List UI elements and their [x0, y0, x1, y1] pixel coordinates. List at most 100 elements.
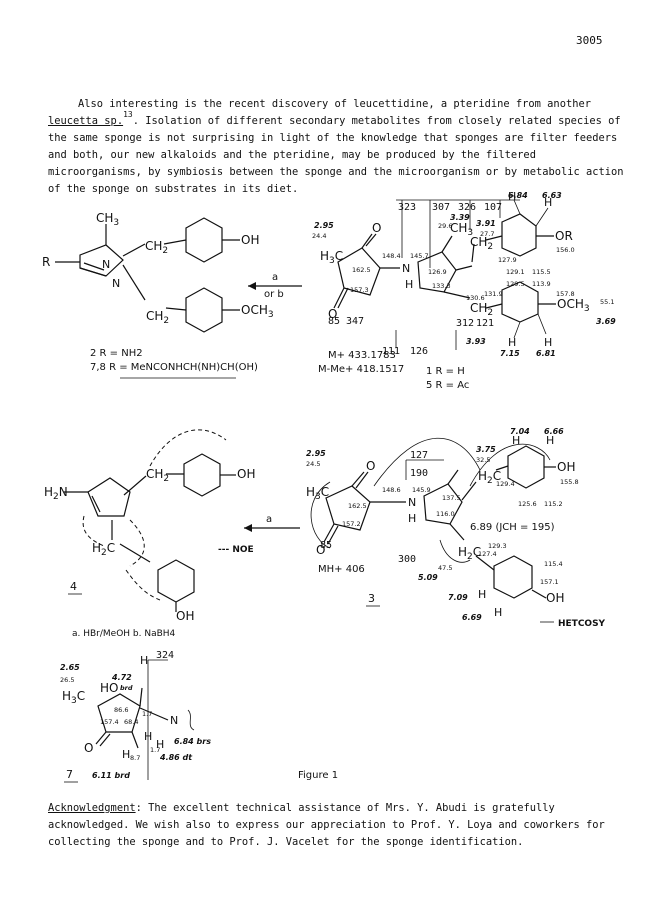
c13-55-1: 55.1: [600, 298, 614, 306]
j-1-7-b: 1.7: [150, 746, 160, 754]
shift-6-81: 6.81: [536, 349, 556, 358]
h2n-label: H2N: [44, 485, 68, 502]
shift-2-95: 2.95: [314, 221, 334, 230]
nh-h-label: H: [405, 278, 413, 291]
shift-3-93: 3.93: [466, 337, 486, 346]
label-compound-2: 2 R = NH2: [90, 348, 143, 359]
mass-m-minus-me: M-Me+ 418.1517: [318, 364, 404, 375]
shift-3-75: 3.75: [476, 445, 496, 454]
shift-3-69: 3.69: [596, 317, 616, 326]
shift-3-39: 3.39: [450, 213, 470, 222]
shift-5-09: 5.09: [418, 573, 438, 582]
oh-label-4: OH: [237, 467, 255, 481]
c13-156-0: 156.0: [556, 246, 575, 254]
noe-legend: --- NOE: [218, 545, 254, 555]
shift-6-84: 6.84: [508, 191, 528, 200]
arrow-b-label: or b: [264, 289, 284, 300]
carbonyl-o-label-2: O: [328, 307, 337, 321]
fragment-126: 126: [410, 346, 428, 357]
label-compound-7-8: 7,8 R = MeNCONHCH(NH)CH(OH): [90, 362, 258, 373]
h-label-7b: H: [122, 748, 130, 761]
c13-130-6: 130.6: [466, 294, 485, 302]
fragment-107: 107: [484, 202, 502, 213]
jch-label: 6.89 (JCH = 195): [470, 522, 555, 533]
carbonyl-o-label-4: O: [316, 543, 325, 557]
fragment-85: 85: [328, 316, 340, 327]
shift-6-84-brs: 6.84 brs: [174, 737, 211, 746]
h-label-f: H: [546, 434, 554, 447]
hetcosy-legend: HETCOSY: [558, 619, 606, 629]
leucetta-link: leucetta sp.: [48, 115, 124, 127]
c13-157-2: 157.2: [342, 520, 361, 528]
c13-47-5: 47.5: [438, 564, 452, 572]
h-label-a: H: [508, 190, 516, 203]
n-label: N: [102, 258, 110, 271]
h-label-b: H: [544, 196, 552, 209]
c13-129-5: 129.5: [506, 280, 525, 288]
c13-129-3: 129.3: [488, 542, 507, 550]
n-label-2: N: [112, 277, 120, 290]
label-compound-3: 3: [368, 592, 375, 605]
c13-157-8: 157.8: [556, 290, 575, 298]
oh-label-4b: OH: [176, 609, 194, 623]
nh-h-label-3: H: [408, 512, 416, 525]
h3c-label: H3C: [320, 249, 343, 266]
mass-mh-plus: MH+ 406: [318, 564, 365, 575]
c13-155-8: 155.8: [560, 478, 579, 486]
c13-115-2: 115.2: [544, 500, 563, 508]
carbonyl-o-label: O: [372, 221, 381, 235]
intro-text-1: Also interesting is the recent discovery…: [78, 98, 591, 110]
c13-157-3: 157.3: [350, 286, 369, 294]
c13-162-5: 162.5: [352, 266, 371, 274]
c13-148-4: 148.4: [382, 252, 401, 260]
mass-m-plus: M+ 433.1783: [328, 350, 396, 361]
compound7-labels: 26.5 brd 86.6 68.4 157.4 8.7 1.7 1.7: [60, 676, 160, 762]
label-compound-5: 5 R = Ac: [426, 380, 469, 391]
oh-label-3: OH: [557, 460, 575, 474]
shift-6-66: 6.66: [544, 427, 564, 436]
c13-68-4: 68.4: [124, 718, 138, 726]
label-compound-4: 4: [70, 580, 77, 593]
nh-label-3: N: [408, 496, 416, 509]
h-label-c: H: [508, 336, 516, 349]
fragment-326: 326: [458, 202, 476, 213]
c13-126-9: 126.9: [428, 268, 447, 276]
oh-label: OH: [241, 233, 259, 247]
compound-2-structure: [55, 217, 240, 333]
ch2-label-right: CH2: [470, 235, 493, 252]
n-label-7: N: [170, 714, 178, 727]
ch2-label-2: CH2: [146, 309, 169, 326]
fragment-307: 307: [432, 202, 450, 213]
compound-7-structure: [95, 659, 195, 780]
arrow-a-label-2: a: [266, 514, 272, 525]
fragment-300: 300: [398, 554, 416, 565]
fragment-111: 111: [382, 346, 400, 357]
acknowledgment-paragraph: Acknowledgment: The excellent technical …: [48, 800, 628, 851]
c13-116-0: 116.0: [436, 510, 455, 518]
ch2-label-4: CH2: [146, 467, 169, 484]
scheme2-13c-shifts: 32.5 24.5 129.4 125.6 115.2 155.8 162.5 …: [306, 456, 579, 586]
c13-145-9: 145.9: [412, 486, 431, 494]
fragment-190: 190: [410, 468, 428, 479]
compound-4-structure: [64, 429, 236, 612]
h-label-g: H: [478, 588, 486, 601]
fragment-324: 324: [156, 650, 174, 661]
c13-148-6: 148.6: [382, 486, 401, 494]
och3-label: OCH3: [241, 303, 274, 320]
shift-6-69: 6.69: [462, 613, 482, 622]
c13-27-7: 27.7: [480, 230, 494, 238]
j-1-7-a: 1.7: [142, 710, 152, 718]
fragment-127: 127: [410, 450, 428, 461]
oh-label-3b: OH: [546, 591, 564, 605]
nh-label: N: [402, 262, 410, 275]
acknowledgment-label: Acknowledgment: [48, 802, 136, 814]
carbonyl-o-label-3: O: [366, 459, 375, 473]
ho-label-7: HO: [100, 681, 118, 695]
h3c-label-3: H3C: [306, 485, 329, 502]
h-label-7c: H: [144, 730, 152, 743]
h-label-7d: H: [156, 738, 164, 751]
reference-13: 13: [123, 110, 133, 119]
c13-157-1: 157.1: [540, 578, 559, 586]
c13-24-4: 24.4: [312, 232, 326, 240]
